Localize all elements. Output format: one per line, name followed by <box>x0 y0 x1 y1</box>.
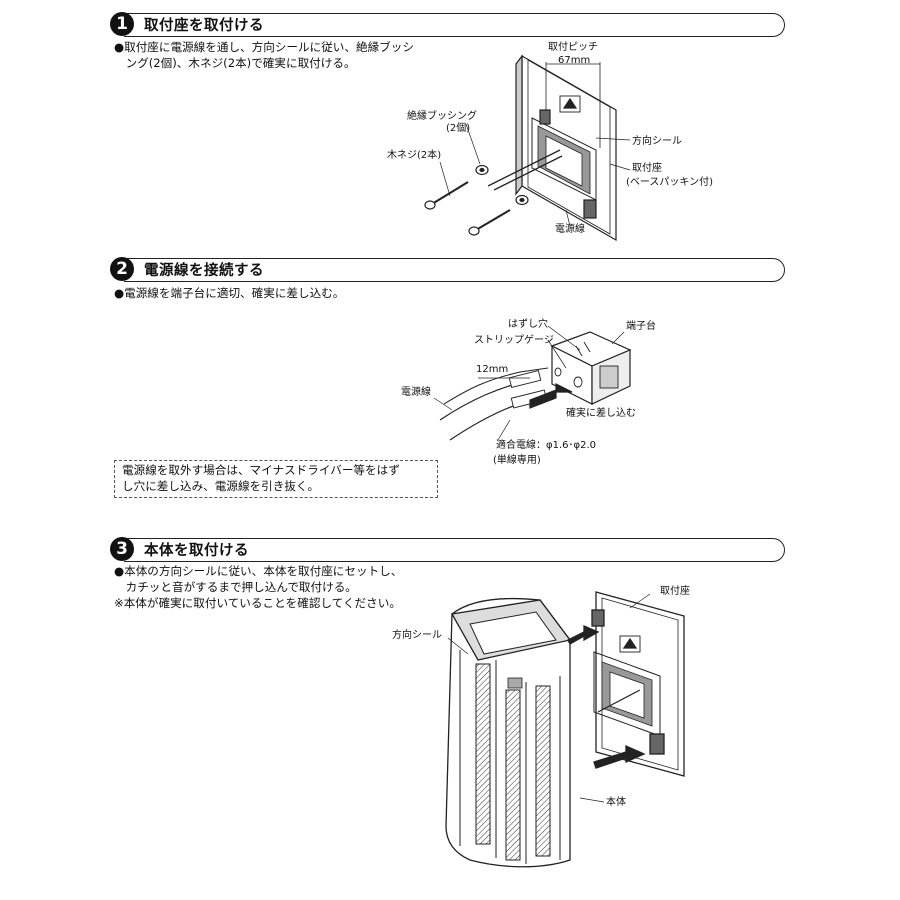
step3-number-badge: 3 <box>110 537 134 561</box>
label-direction-seal-3: 方向シール <box>392 630 442 641</box>
step3-header: 3 本体を取付ける <box>110 537 786 563</box>
label-power-wire: 電源線 <box>555 224 585 235</box>
note-line2: し穴に差し込み、電源線を引き抜く。 <box>122 479 320 493</box>
header-bar <box>124 258 785 282</box>
removal-note-box: 電源線を取外す場合は、マイナスドライバー等をはず し穴に差し込み、電源線を引き抜… <box>114 460 438 498</box>
step1-text-line1: ●取付座に電源線を通し、方向シールに従い、絶縁ブッシ <box>114 40 414 54</box>
step3-text-line2: カチッと音がするまで押し込んで取付ける。 <box>114 580 357 594</box>
label-power-wire-2: 電源線 <box>401 387 431 398</box>
step3-text-line1: ●本体の方向シールに従い、本体を取付座にセットし、 <box>114 564 403 578</box>
label-fixture-body: 本体 <box>606 797 626 808</box>
label-wire-type: (単線専用) <box>493 455 541 466</box>
label-mounting-base-3: 取付座 <box>660 586 690 597</box>
label-bushing-count: (2個) <box>446 123 471 134</box>
step1-text-line2: ング(2個)、木ネジ(2本)で確実に取付ける。 <box>114 56 356 70</box>
label-pitch-value: 67mm <box>558 55 591 66</box>
label-strip-gauge: ストリップゲージ <box>474 335 554 346</box>
step1-number-badge: 1 <box>110 12 134 36</box>
label-wood-screw: 木ネジ(2本) <box>387 150 442 161</box>
step3-title: 本体を取付ける <box>144 543 249 559</box>
note-line1: 電源線を取外す場合は、マイナスドライバー等をはず <box>122 463 400 477</box>
label-strip-length: 12mm <box>476 364 509 375</box>
label-mounting-pitch: 取付ピッチ <box>548 42 598 53</box>
label-base-packing: (ベースパッキン付) <box>626 177 714 188</box>
step2-number-badge: 2 <box>110 257 134 281</box>
step2-title: 電源線を接続する <box>144 263 264 279</box>
label-wire-spec: 適合電線：φ1.6･φ2.0 <box>496 440 596 451</box>
step1-title: 取付座を取付ける <box>144 18 264 34</box>
label-direction-seal: 方向シール <box>632 136 682 147</box>
label-insulating-bushing: 絶縁ブッシング <box>407 111 477 122</box>
label-insert-firmly: 確実に差し込む <box>566 408 636 419</box>
header-bar <box>124 538 785 562</box>
label-mounting-base: 取付座 <box>632 163 662 174</box>
step3-text-line3: ※本体が確実に取付いていることを確認してください。 <box>114 596 401 610</box>
label-terminal-block: 端子台 <box>626 321 656 332</box>
step1-header: 1 取付座を取付ける <box>110 12 786 38</box>
header-bar <box>124 13 785 37</box>
step2-header: 2 電源線を接続する <box>110 257 786 283</box>
label-release-hole: はずし穴 <box>508 319 548 330</box>
step2-text-line1: ●電源線を端子台に適切、確実に差し込む。 <box>114 286 345 300</box>
